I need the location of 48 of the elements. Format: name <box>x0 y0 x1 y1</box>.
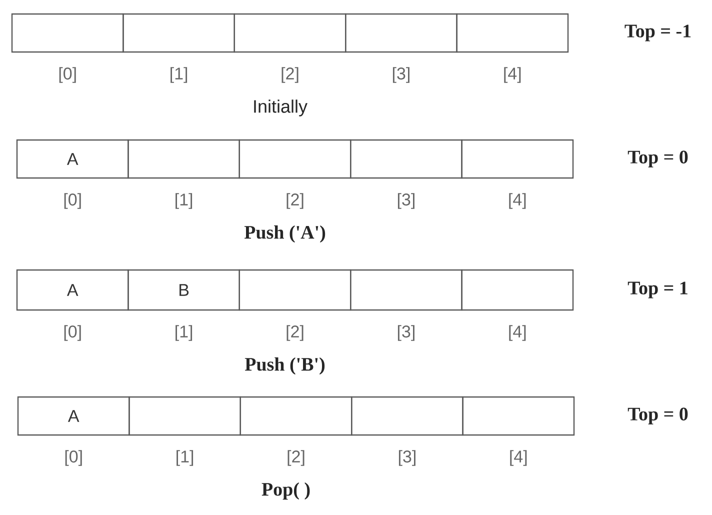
index-label: [3] <box>398 325 414 341</box>
array-cell <box>128 139 240 179</box>
array-cell <box>238 139 352 179</box>
array-cell <box>240 396 352 436</box>
index-label: [2] <box>286 325 304 341</box>
operation-caption: Push ('B') <box>244 357 325 375</box>
index-label: [1] <box>170 67 188 83</box>
index-label: [0] <box>65 450 82 466</box>
stack-top-value: Top = 1 <box>628 282 688 298</box>
array-cell <box>462 396 575 436</box>
index-label: [1] <box>176 325 192 341</box>
array-cell <box>351 396 464 436</box>
array-cell: A <box>17 396 130 436</box>
stack-top-value: Top = 0 <box>628 150 688 168</box>
index-label: [0] <box>59 67 76 83</box>
index-label: [4] <box>504 67 521 83</box>
index-label: [3] <box>392 67 410 83</box>
array-cell <box>456 13 569 53</box>
array-cell: A <box>16 269 129 311</box>
index-label: [2] <box>288 450 304 466</box>
index-label: [0] <box>64 193 81 209</box>
array-cell <box>128 396 241 436</box>
index-label: [4] <box>510 450 527 466</box>
stack-top-value: Top = 0 <box>628 408 688 424</box>
array-cell <box>11 13 124 53</box>
array-cell <box>122 13 235 53</box>
array-cell: B <box>128 269 240 311</box>
operation-caption: Initially <box>254 100 308 116</box>
array-cell <box>461 139 574 179</box>
index-label: [2] <box>282 67 298 83</box>
array-cell <box>461 269 574 311</box>
index-label: [0] <box>64 325 81 341</box>
stack-top-value: Top = -1 <box>624 24 691 42</box>
array-cell <box>350 269 462 311</box>
array-cell <box>234 13 346 53</box>
index-label: [1] <box>176 450 194 466</box>
index-label: [4] <box>509 193 526 209</box>
index-label: [2] <box>286 193 304 209</box>
index-label: [3] <box>398 450 416 466</box>
array-cell <box>345 13 458 53</box>
array-cell: A <box>16 139 129 179</box>
operation-caption: Pop( ) <box>262 482 310 500</box>
index-label: [3] <box>398 193 414 209</box>
array-cell <box>350 139 462 179</box>
array-cell <box>238 269 352 311</box>
operation-caption: Push ('A') <box>244 225 326 243</box>
index-label: [4] <box>509 325 526 341</box>
index-label: [1] <box>176 193 192 209</box>
